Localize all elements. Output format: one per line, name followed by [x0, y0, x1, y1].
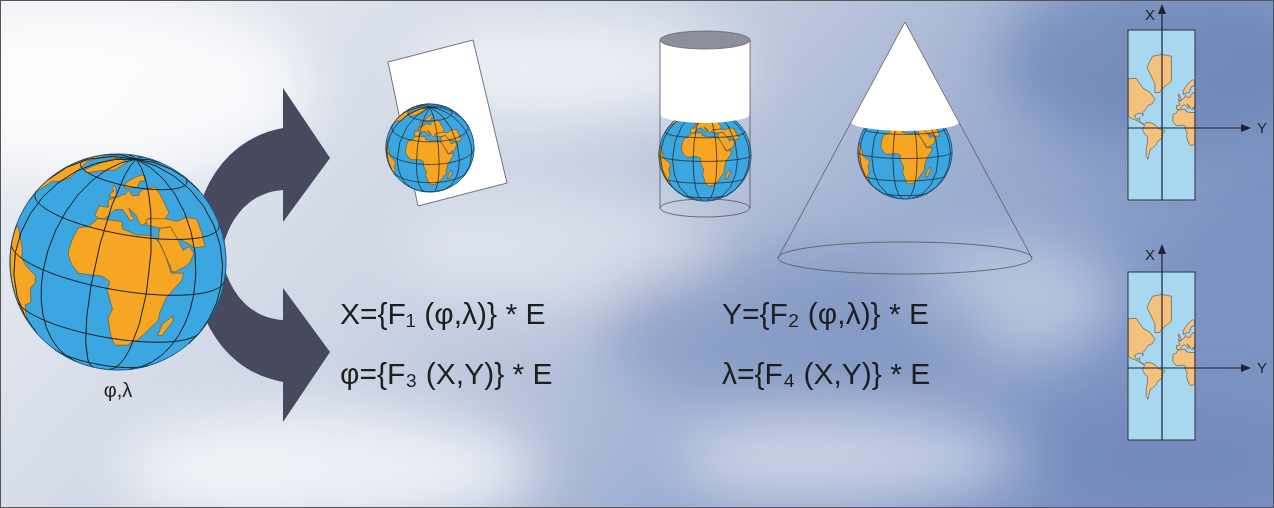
- formula: λ={F₄ (X,Y)} * E: [722, 357, 930, 392]
- map-land: [1128, 318, 1155, 364]
- continent: [725, 170, 730, 180]
- formula: Y={F₂ (φ,λ)} * E: [722, 297, 929, 332]
- coordinate-label: φ,λ: [104, 379, 133, 402]
- graticule: [12, 154, 225, 369]
- cylinder-side: [660, 40, 661, 208]
- map-land: [1177, 332, 1195, 349]
- continent: [447, 170, 452, 178]
- plane-globe: [386, 104, 474, 192]
- axis-arrowhead: [1241, 124, 1251, 132]
- continent: [158, 316, 173, 336]
- cylinder-side: [750, 40, 751, 208]
- map-land: [1178, 334, 1182, 341]
- x-axis: [1161, 13, 1162, 200]
- continent: [926, 167, 931, 177]
- main-globe: [10, 154, 226, 370]
- formula: X={F₁ (φ,λ)} * E: [340, 297, 545, 332]
- formula: φ={F₃ (X,Y)} * E: [340, 357, 553, 392]
- map-land: [1177, 92, 1195, 109]
- map-land: [1183, 80, 1195, 95]
- cylinder-top: [660, 31, 750, 49]
- y-axis: [1128, 367, 1242, 368]
- map-land: [1128, 78, 1155, 124]
- map-land: [1147, 55, 1172, 93]
- graticule: [386, 104, 474, 192]
- axis-arrowhead: [1158, 4, 1166, 14]
- axis-label: X: [1145, 6, 1155, 23]
- axis-arrowhead: [1241, 364, 1251, 372]
- axis-label: Y: [1257, 359, 1267, 376]
- cylinder-body: [660, 40, 750, 123]
- cylinder-bottom: [660, 199, 750, 217]
- map-land: [1173, 349, 1195, 385]
- x-axis: [1161, 253, 1162, 440]
- cone-body: [851, 22, 959, 131]
- y-axis: [1128, 127, 1242, 128]
- cone-side: [905, 22, 1032, 258]
- ocean: [10, 154, 226, 370]
- continent: [712, 128, 739, 140]
- axis-label: X: [1145, 246, 1155, 263]
- axis-label: Y: [1257, 119, 1267, 136]
- map-land: [1173, 109, 1195, 145]
- cone-base: [778, 242, 1032, 274]
- globe-outline: [386, 104, 474, 192]
- axis-arrowhead: [1158, 244, 1166, 254]
- map-land: [1183, 320, 1195, 335]
- cone-side: [778, 22, 905, 258]
- globe-outline: [10, 154, 226, 370]
- ocean: [386, 104, 474, 192]
- map-land: [1147, 295, 1172, 333]
- continent: [146, 217, 205, 248]
- map-land: [1178, 94, 1182, 101]
